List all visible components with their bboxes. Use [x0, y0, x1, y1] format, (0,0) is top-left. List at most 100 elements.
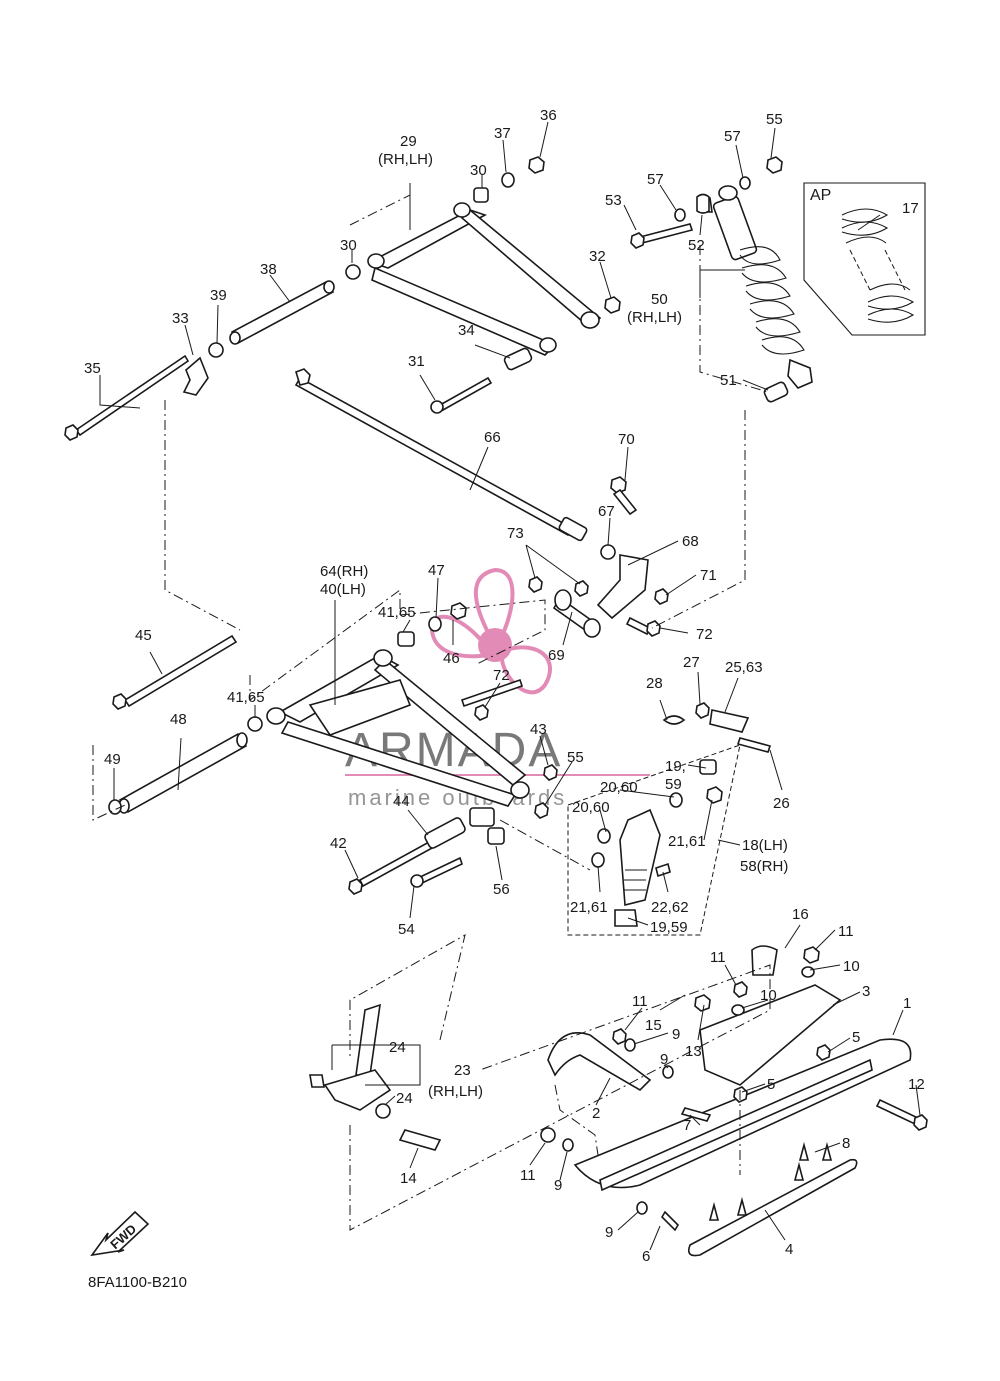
- callout-19a: 19,: [665, 758, 686, 775]
- callout-35: 35: [84, 360, 101, 377]
- callout-18: 18(LH): [742, 837, 788, 854]
- callout-71: 71: [700, 567, 717, 584]
- callout-10a: 10: [843, 958, 860, 975]
- spindle-housing: [567, 702, 772, 936]
- callout-46: 46: [443, 650, 460, 667]
- callout-55a: 55: [567, 749, 584, 766]
- callout-5b: 5: [767, 1076, 775, 1093]
- callout-15: 15: [645, 1017, 662, 1034]
- callout-57a: 57: [647, 171, 664, 188]
- callout-2563: 25,63: [725, 659, 763, 676]
- callout-5a: 5: [852, 1029, 860, 1046]
- callout-8: 8: [842, 1135, 850, 1152]
- steering-linkage: [528, 476, 669, 638]
- callout-48: 48: [170, 711, 187, 728]
- callout-33: 33: [172, 310, 189, 327]
- callout-50-sub: (RH,LH): [627, 309, 682, 326]
- callout-47: 47: [428, 562, 445, 579]
- callout-72b: 72: [493, 667, 510, 684]
- callout-19b: 59: [665, 776, 682, 793]
- upper-a-arm: [367, 202, 602, 356]
- callout-2161b: 21,61: [570, 899, 608, 916]
- callout-40: 40(LH): [320, 581, 366, 598]
- callout-54: 54: [398, 921, 415, 938]
- ap-inset: AP: [803, 182, 926, 336]
- callout-24b: 24: [396, 1090, 413, 1107]
- callout-52: 52: [688, 237, 705, 254]
- callout-30b: 30: [340, 237, 357, 254]
- callout-50: 50: [651, 291, 668, 308]
- callout-2: 2: [592, 1105, 600, 1122]
- tie-rod: [294, 368, 588, 542]
- callout-53: 53: [605, 192, 622, 209]
- callout-72a: 72: [696, 626, 713, 643]
- callout-31: 31: [408, 353, 425, 370]
- callout-11b: 11: [710, 949, 726, 966]
- callout-57b: 57: [724, 128, 741, 145]
- callout-32: 32: [589, 248, 606, 265]
- callout-2161a: 21,61: [668, 833, 706, 850]
- callout-34: 34: [458, 322, 475, 339]
- callout-16: 16: [792, 906, 809, 923]
- callout-17: 17: [902, 200, 919, 217]
- callout-66: 66: [484, 429, 501, 446]
- callout-14: 14: [400, 1170, 417, 1187]
- callout-23-sub: (RH,LH): [428, 1083, 483, 1100]
- callout-26: 26: [773, 795, 790, 812]
- callout-49: 49: [104, 751, 121, 768]
- callout-2060b: 20,60: [572, 799, 610, 816]
- callout-68: 68: [682, 533, 699, 550]
- ap-label: AP: [810, 187, 831, 204]
- callout-64: 64(RH): [320, 563, 368, 580]
- callout-67: 67: [598, 503, 615, 520]
- callout-45: 45: [135, 627, 152, 644]
- callout-4165b: 41,65: [227, 689, 265, 706]
- callout-37: 37: [494, 125, 511, 142]
- shock-absorber: [630, 156, 813, 403]
- callout-9d: 9: [605, 1224, 613, 1241]
- callout-7: 7: [683, 1117, 691, 1134]
- callout-36: 36: [540, 107, 557, 124]
- callout-19c: 19,59: [650, 919, 688, 936]
- part-code: 8FA1100-B210: [88, 1274, 187, 1291]
- callout-23: 23: [454, 1062, 471, 1079]
- callout-51: 51: [720, 372, 737, 389]
- callout-30a: 30: [470, 162, 487, 179]
- callout-58: 58(RH): [740, 858, 788, 875]
- callout-11a: 11: [838, 923, 854, 940]
- callout-43: 43: [530, 721, 547, 738]
- callout-73: 73: [507, 525, 524, 542]
- callout-2060a: 20,60: [600, 779, 638, 796]
- callout-56: 56: [493, 881, 510, 898]
- callout-28: 28: [646, 675, 663, 692]
- callout-4165a: 41,65: [378, 604, 416, 621]
- callout-13: 13: [685, 1043, 702, 1060]
- callout-69: 69: [548, 647, 565, 664]
- callout-11d: 11: [520, 1167, 536, 1184]
- leader-lines: [99, 121, 921, 1251]
- callout-10b: 10: [760, 987, 777, 1004]
- callout-27: 27: [683, 654, 700, 671]
- callout-24a: 24: [389, 1039, 406, 1056]
- callout-labels: 1 2 3 4 5 5 6 7 8 9 9 9 9 10 10 11 11 11…: [84, 107, 925, 1265]
- callout-42: 42: [330, 835, 347, 852]
- lower-a-arm: [266, 649, 530, 827]
- callout-3: 3: [862, 983, 870, 1000]
- lower-arm-hardware: [108, 602, 558, 895]
- callout-70: 70: [618, 431, 635, 448]
- callout-9b: 9: [660, 1051, 668, 1068]
- callout-38: 38: [260, 261, 277, 278]
- fwd-arrow-icon: FWD: [90, 1210, 150, 1257]
- upper-arm-hardware: [345, 156, 621, 414]
- callout-55b: 55: [766, 111, 783, 128]
- callout-6: 6: [642, 1248, 650, 1265]
- callout-44: 44: [393, 793, 410, 810]
- upper-shaft-assembly: [64, 280, 335, 441]
- ski-assembly: [540, 945, 928, 1257]
- callout-11c: 11: [632, 993, 648, 1010]
- callout-29-sub: (RH,LH): [378, 151, 433, 168]
- callout-12: 12: [908, 1076, 925, 1093]
- callout-2262: 22,62: [651, 899, 689, 916]
